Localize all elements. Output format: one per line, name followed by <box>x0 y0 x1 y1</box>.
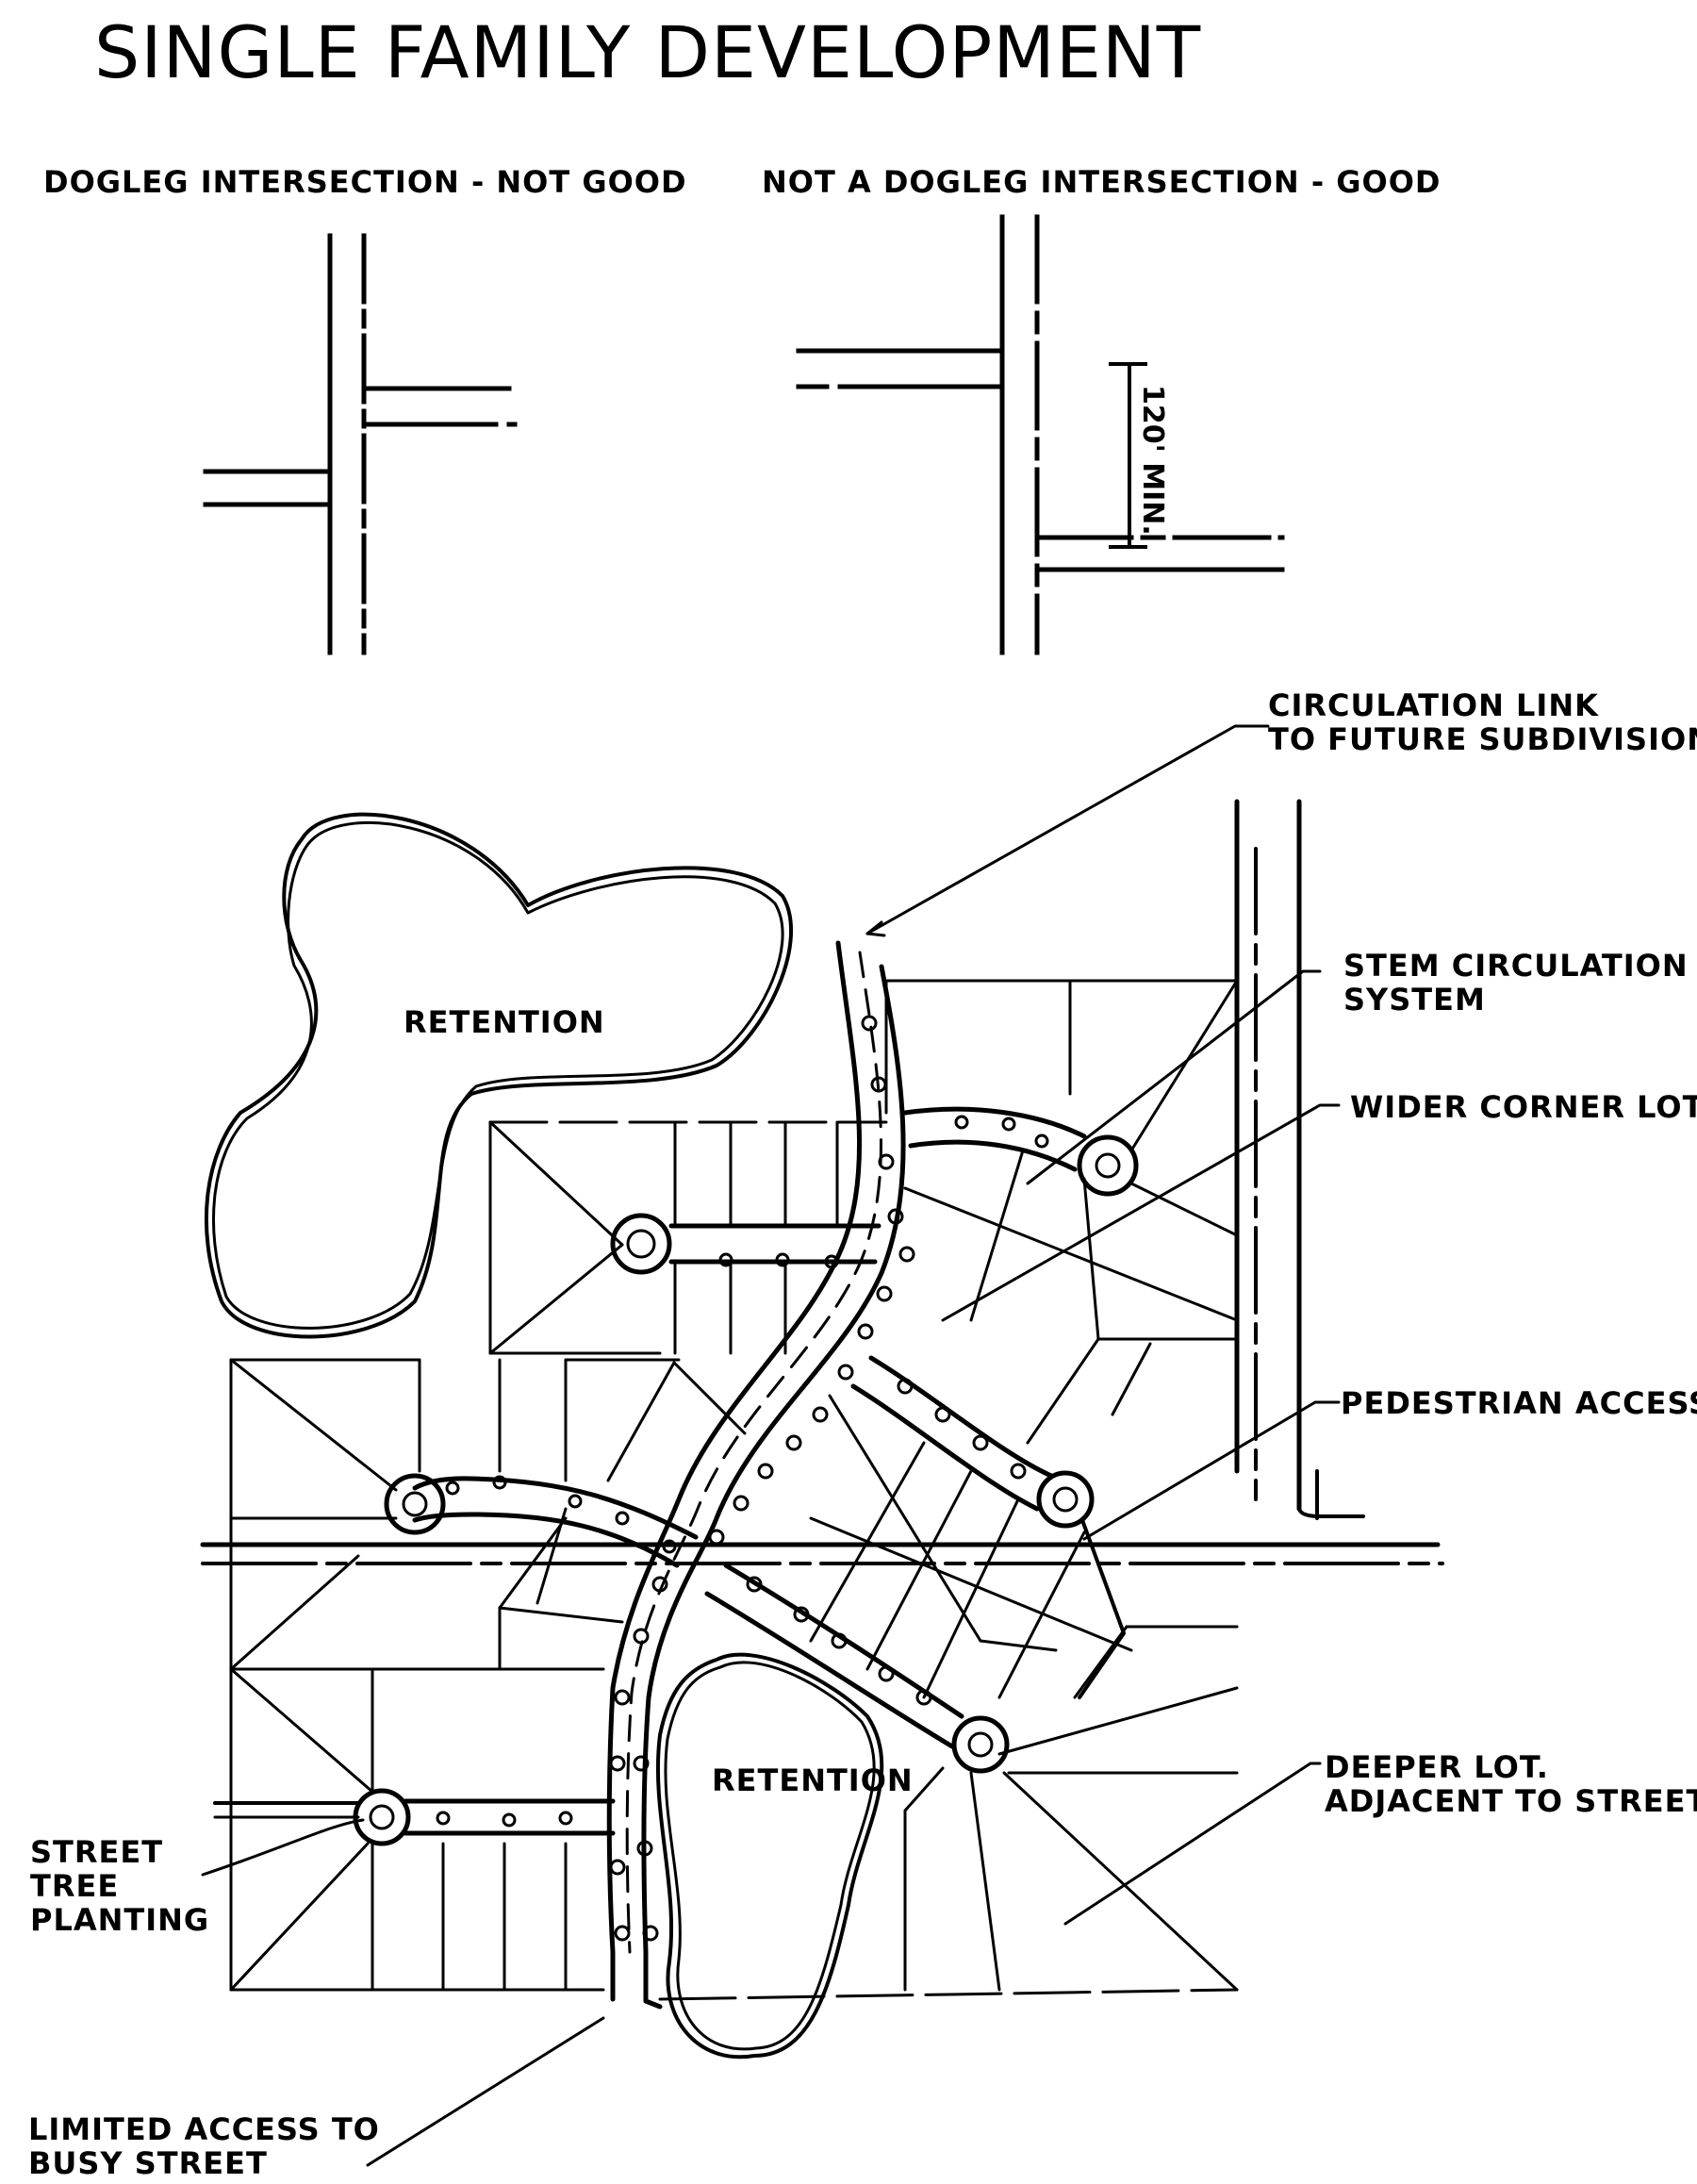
callout-leaders <box>201 724 1341 2167</box>
page-title: SINGLE FAMILY DEVELOPMENT <box>94 10 1202 94</box>
cul-de-sac-east-middle <box>1036 1470 1095 1529</box>
cul-de-sac-north-west <box>610 1213 672 1275</box>
callout-stem-circulation: STEM CIRCULATION SYSTEM <box>1343 948 1689 1018</box>
retention-label-south: RETENTION <box>712 1762 914 1798</box>
not-dogleg-caption: NOT A DOGLEG INTERSECTION - GOOD <box>762 164 1442 200</box>
retention-label-north: RETENTION <box>404 1004 605 1040</box>
callout-limited-access: LIMITED ACCESS TO BUSY STREET <box>28 2111 380 2181</box>
pedestrian-path <box>1078 1518 1126 1699</box>
retention-pond-south <box>655 1652 884 2060</box>
cul-de-sac-south-east <box>951 1715 1010 1774</box>
cul-de-sac-west <box>384 1473 446 1535</box>
lot-lines <box>229 979 1239 2001</box>
callout-wider-corner-lot: WIDER CORNER LOT <box>1350 1089 1697 1125</box>
callout-pedestrian-access: PEDESTRIAN ACCESS <box>1341 1385 1697 1421</box>
callout-street-tree: STREET TREE PLANTING <box>30 1834 210 1938</box>
collector-road-east-edge <box>641 964 906 2010</box>
cul-de-sac-south-west <box>353 1788 411 1846</box>
dogleg-caption: DOGLEG INTERSECTION - NOT GOOD <box>43 164 687 200</box>
collector-road-west-edge <box>606 940 862 2002</box>
callout-circulation-link: CIRCULATION LINK TO FUTURE SUBDIVISION <box>1268 687 1697 757</box>
street-trees <box>436 1015 1049 1942</box>
east-road-stub <box>1297 1507 1365 1518</box>
cul-de-sac-north-east <box>1077 1134 1139 1197</box>
callout-deeper-lot: DEEPER LOT. ADJACENT TO STREET <box>1325 1749 1697 1819</box>
